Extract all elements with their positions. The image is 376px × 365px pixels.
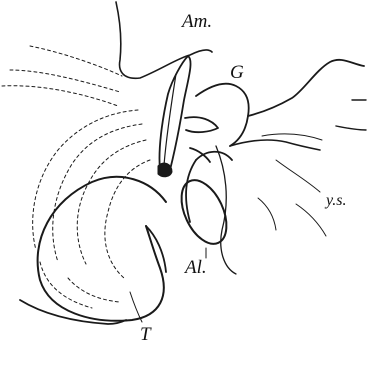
yolk-sac-line-3 [296,204,326,236]
right-short-line-2 [336,126,366,130]
gut-label: G [230,63,244,82]
allantois-stalk [190,148,210,162]
gut-fold [185,117,218,132]
amnion-label: Am. [182,12,212,31]
gut-upper-contour [196,84,249,146]
yolk-sac-line-1 [276,160,320,192]
right-faint-line [262,134,322,140]
yolk-sac-label: y.s. [326,193,346,209]
allantois-left-edge [186,160,196,222]
yolk-sac-stalk [216,146,236,274]
yolk-sac-line-2 [258,198,276,230]
dark-nodule [158,163,172,177]
tail-label: T [140,325,151,344]
amnion-loop [159,56,190,175]
tail-label-pointer [130,292,142,322]
allantois-label: Al. [185,258,207,277]
head-upper-edge [248,60,364,116]
head-lower-edge [230,140,320,150]
